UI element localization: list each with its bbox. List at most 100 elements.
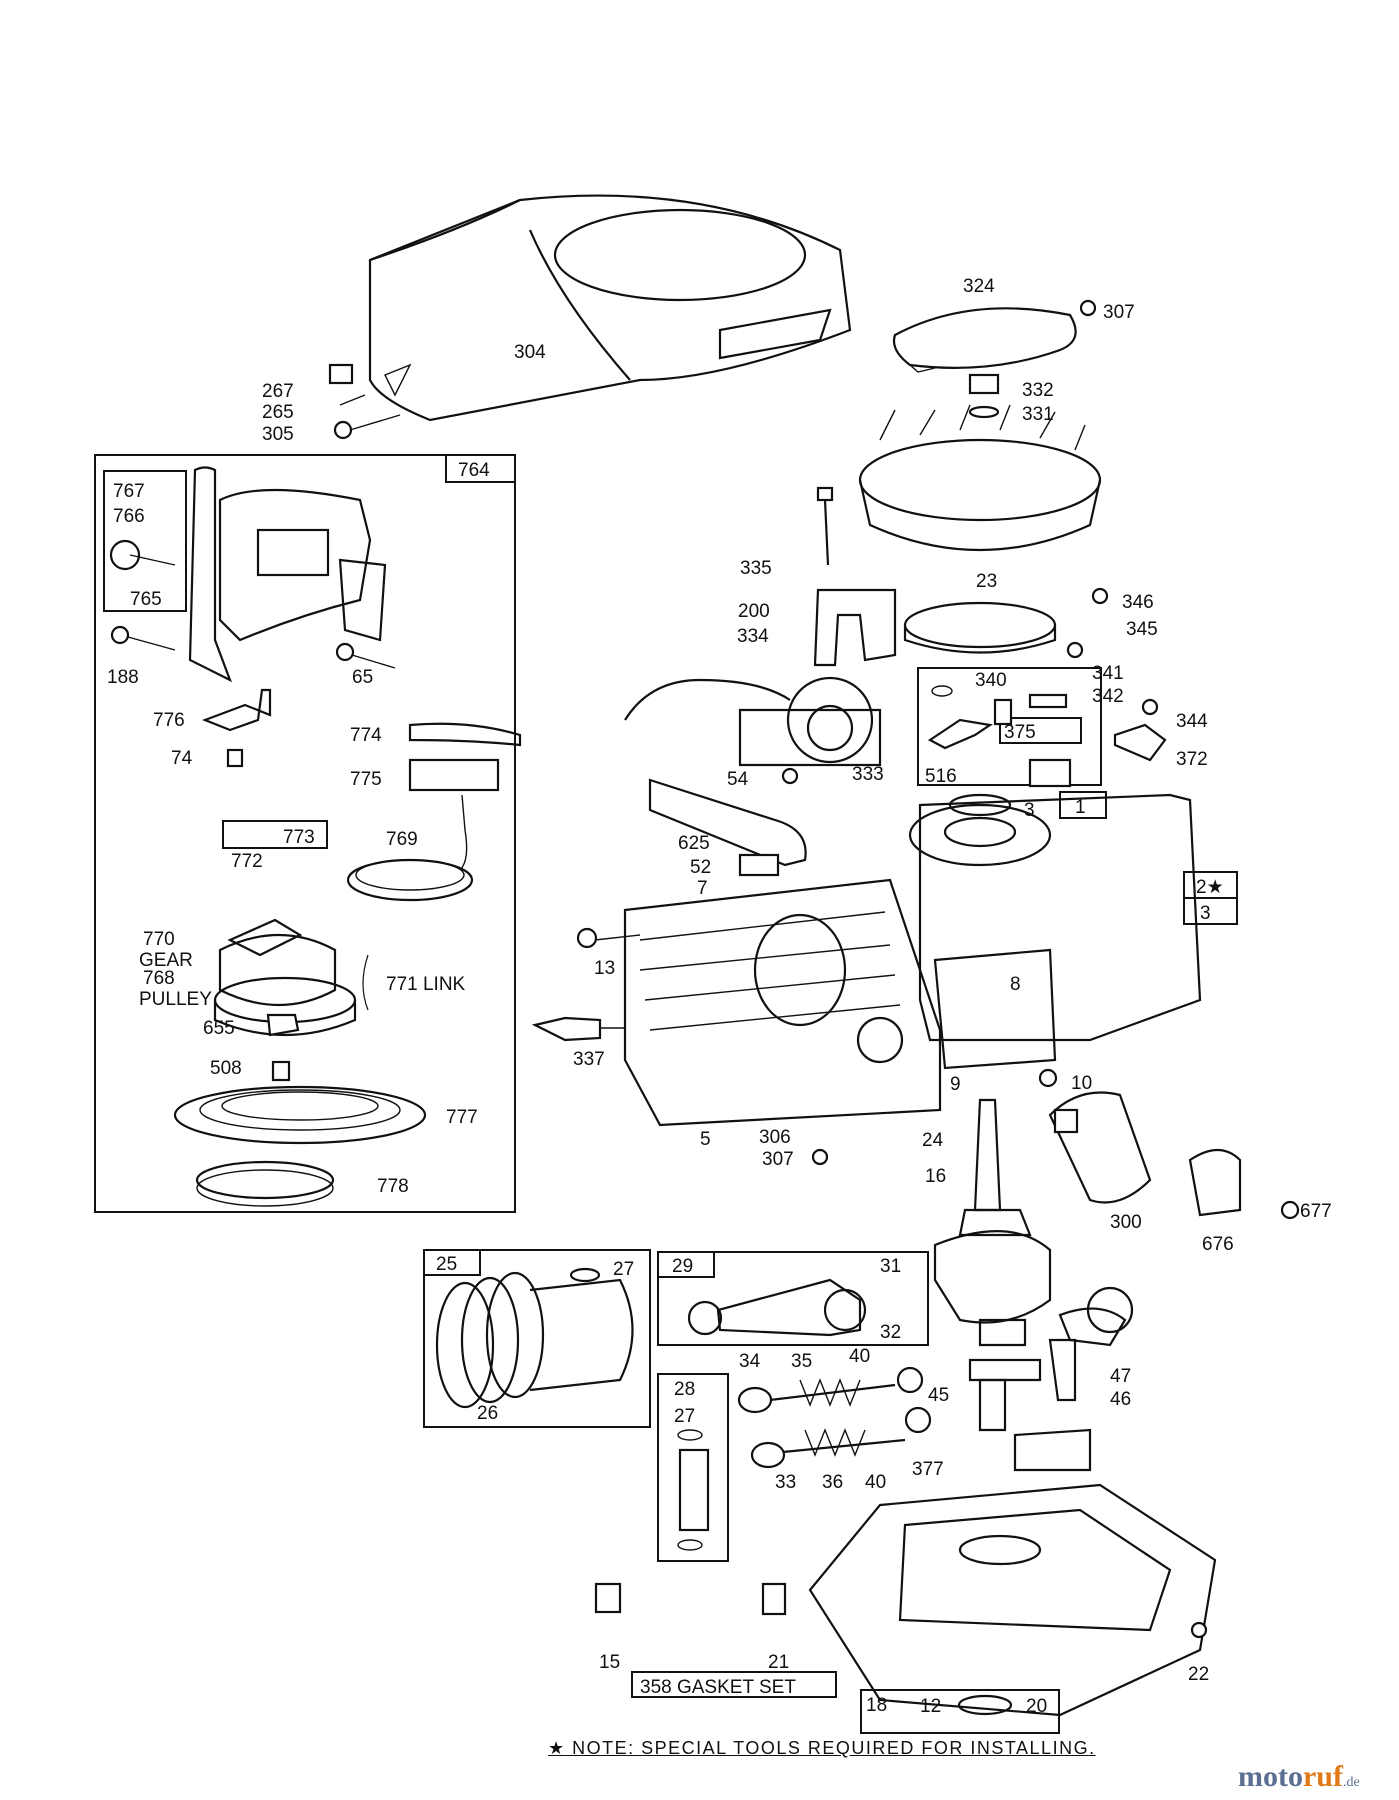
label-304: 304 (514, 342, 546, 363)
label-346: 346 (1122, 592, 1154, 613)
label-372: 372 (1176, 749, 1208, 770)
label-331: 331 (1022, 404, 1054, 425)
plug-21-drawing (761, 1582, 787, 1616)
camshaft-46-drawing (1013, 1338, 1092, 1472)
label-40-top: 40 (849, 1346, 870, 1367)
label-gear: GEAR (139, 950, 193, 971)
watermark-suffix: .de (1342, 1775, 1360, 1790)
gasket-52-drawing (738, 853, 780, 877)
label-772: 772 (231, 851, 263, 872)
label-324: 324 (963, 276, 995, 297)
label-15: 15 (599, 1652, 620, 1673)
label-676: 676 (1202, 1234, 1234, 1255)
label-pulley: PULLEY (139, 989, 212, 1010)
label-771-link: 771 LINK (386, 974, 466, 995)
label-300: 300 (1110, 1212, 1142, 1233)
label-12: 12 (920, 1696, 941, 1717)
label-34: 34 (739, 1351, 761, 1372)
connecting-rod-drawing (687, 1278, 867, 1337)
valves-springs-drawing (737, 1366, 932, 1469)
engine-sump-drawing (808, 1483, 1217, 1717)
label-8: 8 (1010, 974, 1021, 995)
screw-13-drawing (576, 927, 641, 949)
label-341: 341 (1092, 663, 1124, 684)
label-377: 377 (912, 1459, 944, 1480)
label-770: 770 (143, 929, 175, 950)
label-764: 764 (458, 460, 490, 481)
label-776: 776 (153, 710, 185, 731)
label-188: 188 (107, 667, 139, 688)
label-765: 765 (130, 589, 162, 610)
label-333: 333 (852, 764, 884, 785)
label-337: 337 (573, 1049, 605, 1070)
label-265: 265 (262, 402, 294, 423)
label-778: 778 (377, 1176, 409, 1197)
label-340: 340 (975, 670, 1007, 691)
label-677: 677 (1300, 1201, 1332, 1222)
screw-22-drawing (1190, 1621, 1208, 1639)
label-773: 773 (283, 827, 315, 848)
label-21: 21 (768, 1652, 789, 1673)
spring-cup-drawing (195, 1160, 335, 1207)
screw-508-drawing (271, 1060, 291, 1082)
nut-washer-332-331 (968, 373, 1000, 419)
label-335: 335 (740, 558, 772, 579)
label-33: 33 (775, 1472, 796, 1493)
screw-307-drawing (811, 1148, 829, 1166)
label-29: 29 (672, 1256, 693, 1277)
connecting-rod-group-frame (657, 1251, 929, 1346)
cam-655-drawing (266, 1013, 300, 1037)
label-516: 516 (925, 766, 957, 787)
label-10: 10 (1071, 1073, 1092, 1094)
label-27-pin: 27 (674, 1406, 695, 1427)
label-box-29 (657, 1251, 715, 1278)
air-vane-54-625-drawing (648, 767, 807, 867)
blower-housing-drawing (368, 194, 852, 422)
label-767: 767 (113, 481, 145, 502)
label-3-top: 3 (1024, 800, 1035, 821)
label-200: 200 (738, 601, 770, 622)
label-46: 46 (1110, 1389, 1131, 1410)
label-24: 24 (922, 1130, 944, 1151)
muffler-300-drawing (1048, 1091, 1152, 1204)
spark-plug-337-drawing (531, 1016, 625, 1042)
label-2-star: 2★ (1196, 877, 1224, 898)
label-box-773 (222, 820, 328, 849)
label-box-764 (445, 454, 516, 483)
governor-47-drawing (1058, 1286, 1134, 1347)
watermark-part-b: ruf (1302, 1760, 1343, 1793)
recoil-starter-group-frame (94, 454, 516, 1213)
label-3-box: 3 (1200, 903, 1211, 924)
label-334: 334 (737, 626, 769, 647)
label-267: 267 (262, 381, 294, 402)
points-group-frame (917, 667, 1102, 786)
label-13: 13 (594, 958, 615, 979)
bolts-188-65 (110, 625, 396, 669)
label-344: 344 (1176, 711, 1208, 732)
label-40-bottom: 40 (865, 1472, 886, 1493)
watermark-part-a: moto (1238, 1760, 1303, 1793)
cylinder-block-drawing (623, 793, 1202, 1127)
label-45: 45 (928, 1385, 949, 1406)
label-342: 342 (1092, 686, 1124, 707)
condenser-clamp-372-drawing (1113, 698, 1167, 762)
label-16: 16 (925, 1166, 946, 1187)
armature-coil-333-drawing (624, 676, 882, 767)
bracket-200-drawing (813, 588, 897, 667)
label-7: 7 (697, 878, 708, 899)
label-box-25 (423, 1249, 481, 1276)
label-52: 52 (690, 857, 711, 878)
rotating-screen-drawing (892, 299, 1097, 373)
label-box-765-group (103, 470, 187, 612)
label-777: 777 (446, 1107, 478, 1128)
piston-rings-drawing (435, 1267, 634, 1409)
points-parts-drawing (927, 641, 1084, 788)
label-28: 28 (674, 1379, 695, 1400)
label-31: 31 (880, 1256, 901, 1277)
flywheel-drawing (858, 404, 1102, 552)
screw-10-drawing (1038, 1068, 1058, 1088)
crankshaft-drawing (933, 1098, 1052, 1432)
screw-74-drawing (226, 748, 244, 768)
label-766: 766 (113, 506, 145, 527)
